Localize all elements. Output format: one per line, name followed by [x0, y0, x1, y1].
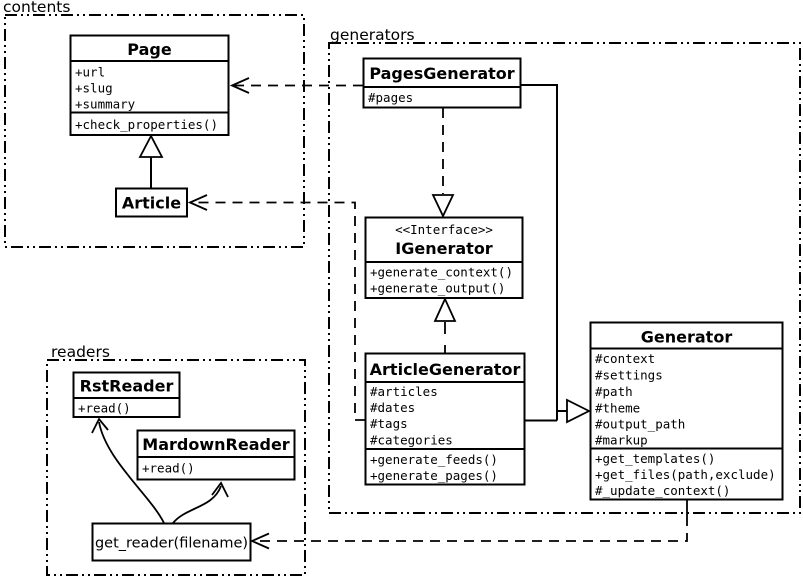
class-pagesgenerator-attr-pages: #pages: [368, 90, 413, 105]
class-page-attr-slug: +slug: [75, 81, 113, 96]
class-rstreader: RstReader +read(): [72, 371, 181, 418]
interface-igenerator-stereotype: <<Interface>>: [395, 222, 493, 237]
generator-method-get-files: +get_files(path,exclude): [595, 467, 776, 482]
open-arrowhead-article: [187, 194, 208, 211]
open-arrowhead-rstreader: [91, 417, 109, 434]
class-pagesgenerator: PagesGenerator #pages: [362, 57, 522, 109]
package-generators-label: generators: [330, 26, 415, 44]
interface-igenerator-title: IGenerator: [395, 239, 493, 258]
class-articlegenerator: ArticleGenerator #articles #dates #tags …: [364, 352, 526, 486]
generator-attr-context: #context: [595, 351, 655, 366]
realization-triangle-igenerator-bottom: [433, 296, 457, 322]
class-page-title: Page: [127, 40, 172, 59]
class-article-title: Article: [122, 194, 181, 213]
class-article-box: [115, 187, 188, 218]
articlegenerator-attr-categories: #categories: [370, 433, 453, 448]
class-markdownreader-box: [136, 429, 296, 481]
class-generator: Generator #context #settings #path #them…: [589, 321, 784, 501]
package-readers-border: [46, 359, 306, 576]
interface-igenerator: <<Interface>> IGenerator +generate_conte…: [364, 216, 524, 299]
markdownreader-method-read: +read(): [142, 461, 195, 476]
class-pagesgenerator-box: [362, 57, 522, 109]
igenerator-method-generate-context: +generate_context(): [370, 265, 513, 280]
class-article: Article: [115, 187, 188, 218]
inheritance-pagesgenerator-to-generator: [520, 84, 558, 421]
articlegenerator-attr-dates: #dates: [370, 400, 415, 415]
class-page-method-check-properties: +check_properties(): [75, 117, 218, 132]
node-get-reader-box: [91, 522, 252, 562]
class-articlegenerator-box: [364, 352, 526, 486]
class-rstreader-box: [72, 371, 181, 418]
arrow-getreader-to-markdownreader: [172, 485, 222, 524]
generator-method-get-templates: +get_templates(): [595, 451, 715, 466]
articlegenerator-method-generate-pages: +generate_pages(): [370, 468, 498, 483]
inheritance-triangle-page: [138, 134, 164, 158]
dependency-articlegenerator-to-article: [192, 201, 365, 421]
interface-igenerator-box: [364, 216, 524, 299]
class-page-attr-summary: +summary: [75, 97, 136, 112]
open-arrowhead-getreader: [249, 532, 270, 550]
generator-attr-theme: #theme: [595, 401, 640, 416]
realization-triangle-igenerator-top: [431, 194, 455, 219]
class-markdownreader: MardownReader +read(): [136, 429, 296, 481]
generator-attr-markup: #markup: [595, 433, 648, 448]
class-articlegenerator-title: ArticleGenerator: [370, 360, 521, 379]
class-generator-title: Generator: [641, 328, 733, 347]
generator-method-update-context: #_update_context(): [595, 483, 730, 498]
articlegenerator-attr-tags: #tags: [370, 416, 408, 431]
dependency-generator-to-getreader: [258, 516, 688, 542]
open-arrowhead-markdownreader: [211, 481, 229, 498]
class-rstreader-title: RstReader: [80, 377, 174, 396]
package-contents-border: [4, 14, 305, 248]
class-markdownreader-title: MardownReader: [142, 435, 290, 454]
class-page: Page +url +slug +summary +check_properti…: [69, 34, 230, 136]
generator-attr-settings: #settings: [595, 368, 663, 383]
igenerator-method-generate-output: +generate_output(): [370, 281, 505, 296]
arrow-getreader-to-rstreader: [98, 421, 165, 524]
package-contents-label: contents: [3, 0, 70, 16]
open-arrowhead-page: [229, 77, 250, 94]
class-page-attr-url: +url: [75, 65, 105, 80]
class-generator-box: [589, 321, 784, 501]
inheritance-triangle-generator: [566, 398, 592, 424]
rstreader-method-read: +read(): [78, 401, 131, 416]
package-readers-label: readers: [51, 343, 110, 361]
package-generators-border: [328, 42, 801, 514]
generator-attr-output-path: #output_path: [595, 417, 685, 432]
node-get-reader-label: get_reader(filename): [95, 536, 248, 552]
articlegenerator-method-generate-feeds: +generate_feeds(): [370, 452, 498, 467]
class-pagesgenerator-title: PagesGenerator: [369, 64, 514, 83]
class-page-box: [69, 34, 230, 136]
generator-attr-path: #path: [595, 384, 633, 399]
node-get-reader: get_reader(filename): [91, 522, 252, 562]
articlegenerator-attr-articles: #articles: [370, 384, 438, 399]
